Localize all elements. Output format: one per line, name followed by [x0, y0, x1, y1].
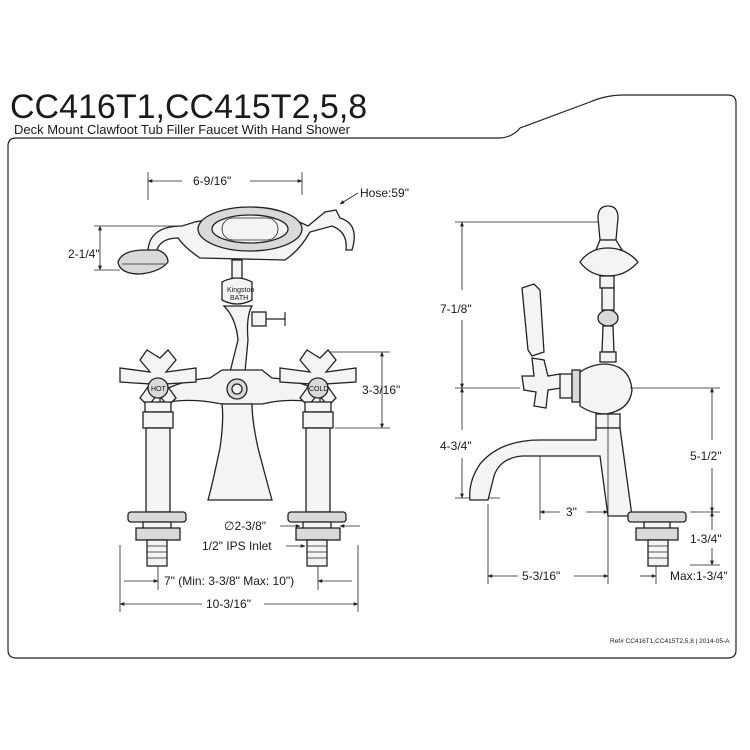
side-hand-shower [579, 247, 639, 277]
dim-max-deck: Max:1-3/4" [670, 569, 728, 583]
faucet-base [207, 403, 273, 501]
dim-spout-height: 5-1/2" [690, 449, 722, 463]
reference-code: Ref# CC416T1,CC415T2,5,8 | 2014-05-A [610, 638, 730, 645]
front-view: 6-9/16" Hose:59" 2-1/4" Kingston BATH [68, 172, 409, 612]
dim-overall-width: 10-3/16" [206, 597, 251, 611]
dim-deck-height: 1-3/4" [690, 532, 722, 546]
product-subtitle: Deck Mount Clawfoot Tub Filler Faucet Wi… [14, 122, 351, 137]
dim-lower-height: 4-3/4" [440, 439, 472, 453]
brand-plate-line2: BATH [230, 295, 248, 302]
brand-plate-line1: Kingston [227, 287, 254, 294]
side-view: 7-1/8" 4-3/4" [440, 205, 728, 584]
side-handle [521, 357, 563, 409]
side-body [579, 363, 633, 415]
side-spout [469, 427, 633, 517]
inlet-label: 1/2" IPS Inlet [202, 539, 272, 553]
dim-handshower-height: 2-1/4" [68, 247, 100, 261]
dim-spout-offset: 3" [566, 505, 577, 519]
hot-label: HOT [151, 386, 167, 393]
dim-spout-reach: 5-3/16" [522, 569, 560, 583]
dim-top-width: 6-9/16" [193, 174, 231, 188]
cold-label: COLD [309, 386, 328, 393]
dim-center-spread: 7" (Min: 3-3/8" Max: 10") [164, 574, 294, 588]
dim-upper-height: 7-1/8" [440, 302, 472, 316]
hose-label: Hose:59" [360, 186, 409, 200]
hand-shower-head [117, 249, 169, 275]
model-title: CC416T1,CC415T2,5,8 [10, 88, 367, 126]
dim-flange-diameter: ∅2-3/8" [224, 519, 266, 533]
dim-handle-height: 3-3/16" [362, 383, 400, 397]
drawing-frame [7, 94, 737, 659]
